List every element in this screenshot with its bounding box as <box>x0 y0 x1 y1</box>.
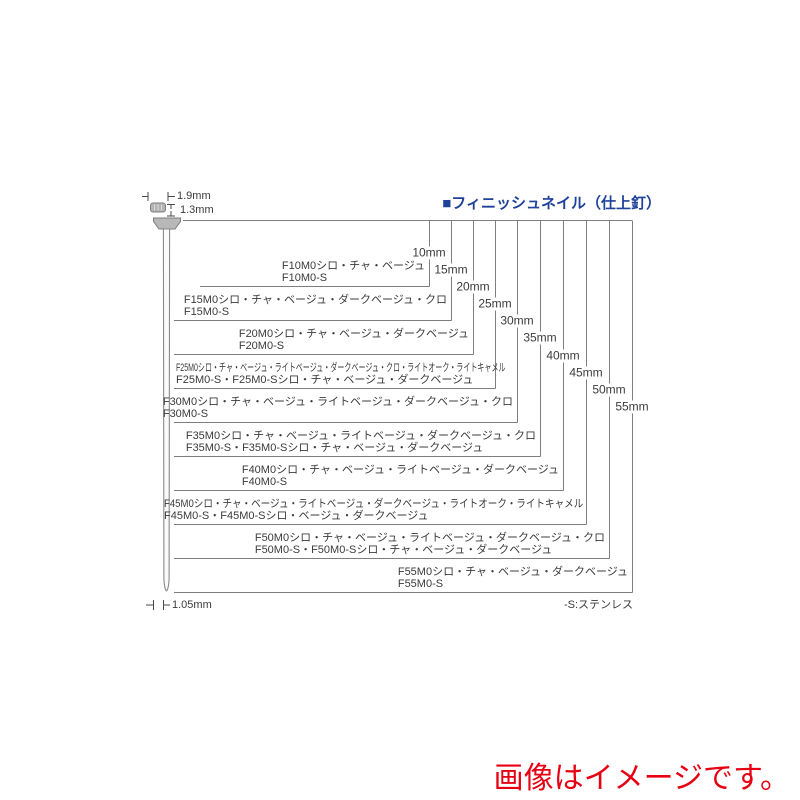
product-models: F35M0シロ・チャ・ベージュ・ライトベージュ・ダークベージュ・クロ <box>185 430 536 442</box>
product-models-stainless: F55M0-S <box>397 577 444 590</box>
head-height-top-tick <box>167 204 175 209</box>
nail-head <box>153 217 181 230</box>
product-models: F45M0シロ・チャ・ベージュ・ライトベージュ・ダークベージュ・ライトオーク・ラ… <box>164 498 584 510</box>
shaft-diameter-dimension-label: 1.05mm <box>172 599 212 611</box>
size-label: 15mm <box>432 262 470 277</box>
product-models-stainless: F25M0-S・F25M0-Sシロ・チャ・ベージュ・ダークベージュ <box>176 373 474 386</box>
product-models-stainless: F35M0-S・F35M0-Sシロ・チャ・ベージュ・ダークベージュ <box>185 441 484 454</box>
stainless-note: -S:ステンレス <box>563 599 633 611</box>
image-disclaimer: 画像はイメージです。 <box>493 762 790 795</box>
size-label: 45mm <box>567 365 605 380</box>
nail-illustration <box>150 202 181 592</box>
product-models: F20M0シロ・チャ・ベージュ・ダークベージュ <box>238 328 469 340</box>
product-models-stainless: F10M0-S <box>281 271 328 284</box>
size-label: 35mm <box>521 330 559 345</box>
head-width-dimension-label: 1.9mm <box>177 190 211 202</box>
product-row: F45M0シロ・チャ・ベージュ・ライトベージュ・ダークベージュ・ライトオーク・ラ… <box>164 498 646 522</box>
size-label: 20mm <box>454 279 492 294</box>
head-width-left-tick <box>142 192 149 201</box>
dimension-marks <box>142 192 175 610</box>
product-models-stainless: F45M0-S・F45M0-Sシロ・ベージュ・ダークベージュ <box>164 509 429 522</box>
size-label: 10mm <box>410 245 448 260</box>
product-models-stainless: F30M0-S <box>162 407 209 420</box>
size-label: 55mm <box>613 399 651 414</box>
product-models: F25M0シロ・チャ・ベージュ・ライトベージュ・ダークベージュ・クロ・ライトオー… <box>176 362 506 374</box>
size-label: 50mm <box>590 382 628 397</box>
nail-shaft <box>162 228 171 592</box>
head-height-dimension-label: 1.3mm <box>180 204 214 216</box>
size-label: 25mm <box>476 296 514 311</box>
size-label: 40mm <box>544 348 582 363</box>
nail-head-icon-ridges <box>154 204 162 211</box>
product-models: F15M0シロ・チャ・ベージュ・ダークベージュ・クロ <box>183 294 447 306</box>
product-models-stainless: F15M0-S <box>183 305 230 318</box>
product-models-stainless: F50M0-S・F50M0-Sシロ・チャ・ベージュ・ダークベージュ <box>254 543 553 556</box>
product-models: F50M0シロ・チャ・ベージュ・ライトベージュ・ダークベージュ・クロ <box>254 532 605 544</box>
product-row: F25M0シロ・チャ・ベージュ・ライトベージュ・ダークベージュ・クロ・ライトオー… <box>176 362 691 386</box>
size-label: 30mm <box>498 313 536 328</box>
product-models-stainless: F20M0-S <box>238 339 285 352</box>
head-width-right-tick <box>167 192 175 201</box>
product-models-stainless: F40M0-S <box>241 475 288 488</box>
shaft-diameter-ticks <box>146 600 170 610</box>
product-models: F40M0シロ・チャ・ベージュ・ライトベージュ・ダークベージュ <box>241 464 559 476</box>
product-models: F55M0シロ・チャ・ベージュ・ダークベージュ <box>397 566 628 578</box>
section-title: ■フィニッシュネイル（仕上釘） <box>442 195 661 212</box>
head-height-bottom-tick <box>167 211 175 217</box>
product-models: F10M0シロ・チャ・ベージュ <box>281 260 425 272</box>
product-models: F30M0シロ・チャ・ベージュ・ライトベージュ・ダークベージュ・クロ <box>162 396 513 408</box>
